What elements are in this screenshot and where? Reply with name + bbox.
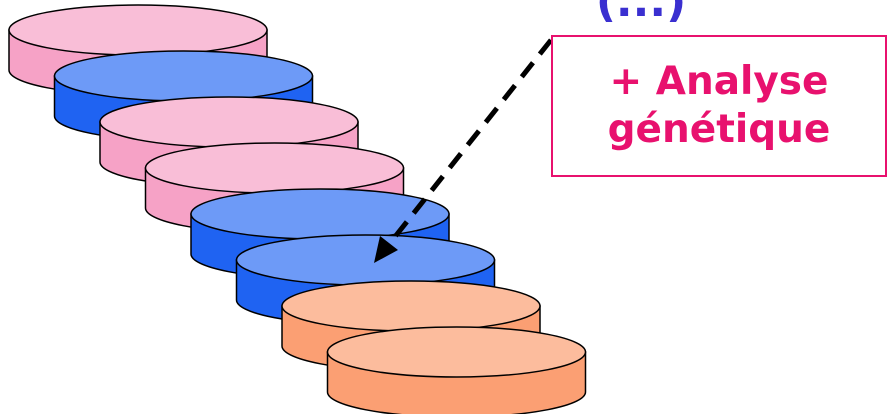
disc-7-top [281,280,541,332]
label-line-1: + Analyse [609,59,829,105]
disc-1-top [8,4,268,56]
disc-5-top [190,188,450,240]
arrow-head [374,236,398,263]
arrow-shaft [388,38,553,245]
dish-stack [8,4,587,414]
disc-2-top [53,50,314,102]
disc-4-top [144,142,405,194]
label-line-2: génétique [607,107,831,152]
top-heading-fragment: (...) [595,0,687,27]
disc-8 [326,326,587,414]
disc-8-top [326,326,587,378]
disc-6-top [235,234,496,286]
disc-3-top [99,96,359,148]
genetic-analysis-label: + Analyse génétique [551,35,887,177]
